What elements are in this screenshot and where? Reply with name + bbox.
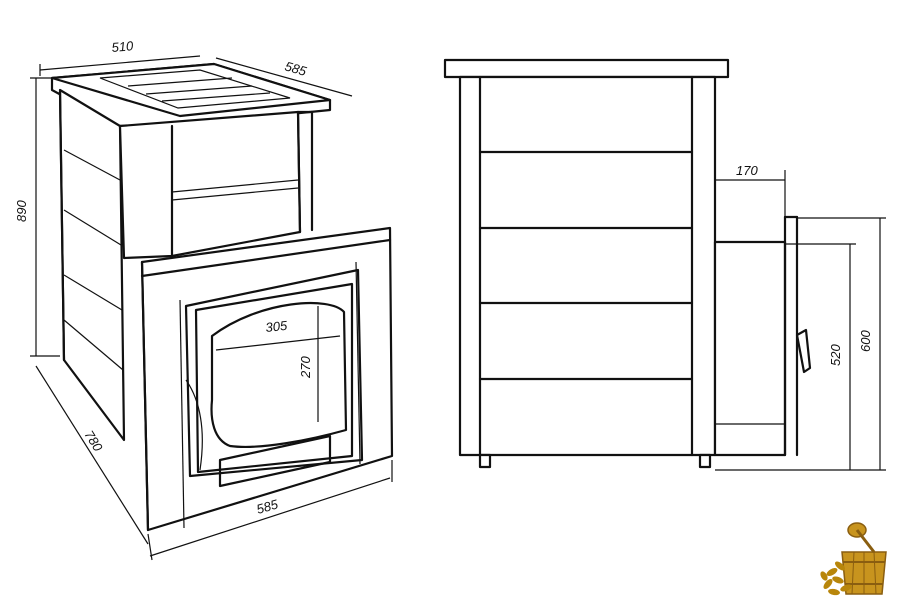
- side-elevation-view: [443, 58, 812, 469]
- dim-firebox-depth: 170: [736, 163, 758, 178]
- dim-height: 890: [14, 200, 29, 222]
- dim-top-depth: 585: [283, 58, 309, 79]
- dim-door-width: 305: [265, 318, 289, 335]
- bath-bucket-broom-icon: [820, 522, 887, 596]
- dim-door-top-height: 600: [858, 330, 873, 352]
- isometric-view: [50, 62, 394, 532]
- top-frame: [50, 62, 332, 128]
- dimension-lines: [30, 55, 886, 561]
- front-upper-wall: [118, 110, 314, 260]
- dim-side-depth: 780: [81, 428, 106, 455]
- dim-top-width: 510: [111, 38, 135, 55]
- dim-door-bottom-height: 520: [828, 344, 843, 366]
- dimension-labels: 510 585 890 780 585 305 270 170 520 600: [14, 38, 873, 517]
- dim-front-width: 585: [255, 496, 281, 517]
- firebox-door: [185, 282, 354, 488]
- dim-door-height: 270: [298, 356, 313, 379]
- side-panel: [58, 88, 126, 442]
